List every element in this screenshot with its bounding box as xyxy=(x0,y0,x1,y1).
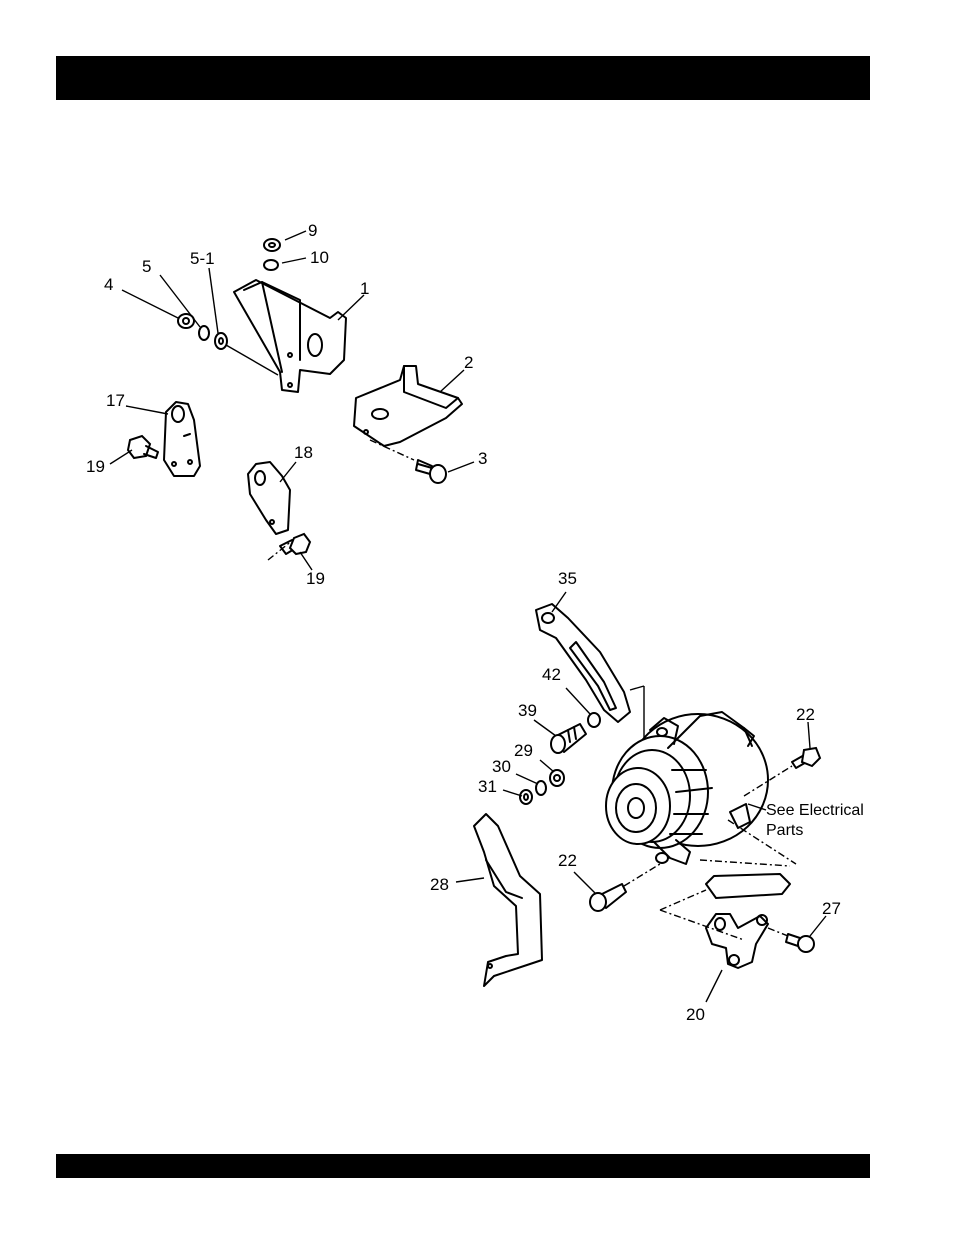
leader-31 xyxy=(503,790,522,796)
callout-39: 39 xyxy=(518,701,537,720)
part-39-bolt xyxy=(551,724,586,753)
part-1-bracket xyxy=(226,280,346,392)
part-19-bolt-left xyxy=(128,436,158,458)
callout-35: 35 xyxy=(558,569,577,588)
callout-19-lower: 19 xyxy=(306,569,325,588)
part-22-bolt-lower xyxy=(590,864,660,911)
callout-42: 42 xyxy=(542,665,561,684)
part-9-nut xyxy=(264,239,280,251)
part-17-bracket xyxy=(164,402,200,476)
part-5-washer xyxy=(199,326,209,340)
leader-3 xyxy=(448,462,474,472)
callout-2: 2 xyxy=(464,353,473,372)
leader-28 xyxy=(456,878,484,882)
leader-18 xyxy=(280,462,296,482)
part-19-bolt-lower xyxy=(280,534,310,554)
leader-2 xyxy=(440,370,464,392)
part-42-washer xyxy=(588,713,600,727)
leader-22-lower xyxy=(574,872,596,894)
callout-19-left: 19 xyxy=(86,457,105,476)
callout-5-1: 5-1 xyxy=(190,249,215,268)
part-5-1-washer xyxy=(215,333,227,349)
callout-9: 9 xyxy=(308,221,317,240)
callout-30: 30 xyxy=(492,757,511,776)
callout-20: 20 xyxy=(686,1005,705,1024)
leader-42 xyxy=(566,688,590,714)
callout-28: 28 xyxy=(430,875,449,894)
leader-17 xyxy=(126,406,168,414)
part-31-washer xyxy=(520,790,532,804)
leader-27 xyxy=(810,916,826,936)
callout-5: 5 xyxy=(142,257,151,276)
callout-22-upper: 22 xyxy=(796,705,815,724)
part-27-bolt xyxy=(768,928,814,952)
leader-19-lower xyxy=(300,552,312,570)
leader-22-upper xyxy=(808,722,810,748)
callout-4: 4 xyxy=(104,275,113,294)
alternator xyxy=(606,712,768,864)
callout-18: 18 xyxy=(294,443,313,462)
part-3-bolt xyxy=(416,460,446,483)
leader-30 xyxy=(516,774,538,784)
leader-29 xyxy=(540,760,554,772)
part-10-washer xyxy=(264,260,278,270)
note-line-2: Parts xyxy=(766,822,803,839)
callout-27: 27 xyxy=(822,899,841,918)
callout-10: 10 xyxy=(310,248,329,267)
callout-3: 3 xyxy=(478,449,487,468)
callout-17: 17 xyxy=(106,391,125,410)
leader-4 xyxy=(122,290,178,318)
callout-31: 31 xyxy=(478,777,497,796)
leader-1 xyxy=(338,295,364,320)
part-29-nut xyxy=(550,770,564,786)
leader-5-1 xyxy=(209,268,218,333)
leader-39 xyxy=(534,720,556,736)
callout-1: 1 xyxy=(360,279,369,298)
leader-20 xyxy=(706,970,722,1002)
leader-10 xyxy=(282,258,306,263)
callout-22-lower: 22 xyxy=(558,851,577,870)
leader-19-left xyxy=(110,450,132,464)
callout-29: 29 xyxy=(514,741,533,760)
part-28-bracket xyxy=(474,814,542,986)
leader-9 xyxy=(285,231,306,240)
note-line-1: See Electrical xyxy=(766,802,864,819)
part-2-bracket xyxy=(354,366,462,460)
